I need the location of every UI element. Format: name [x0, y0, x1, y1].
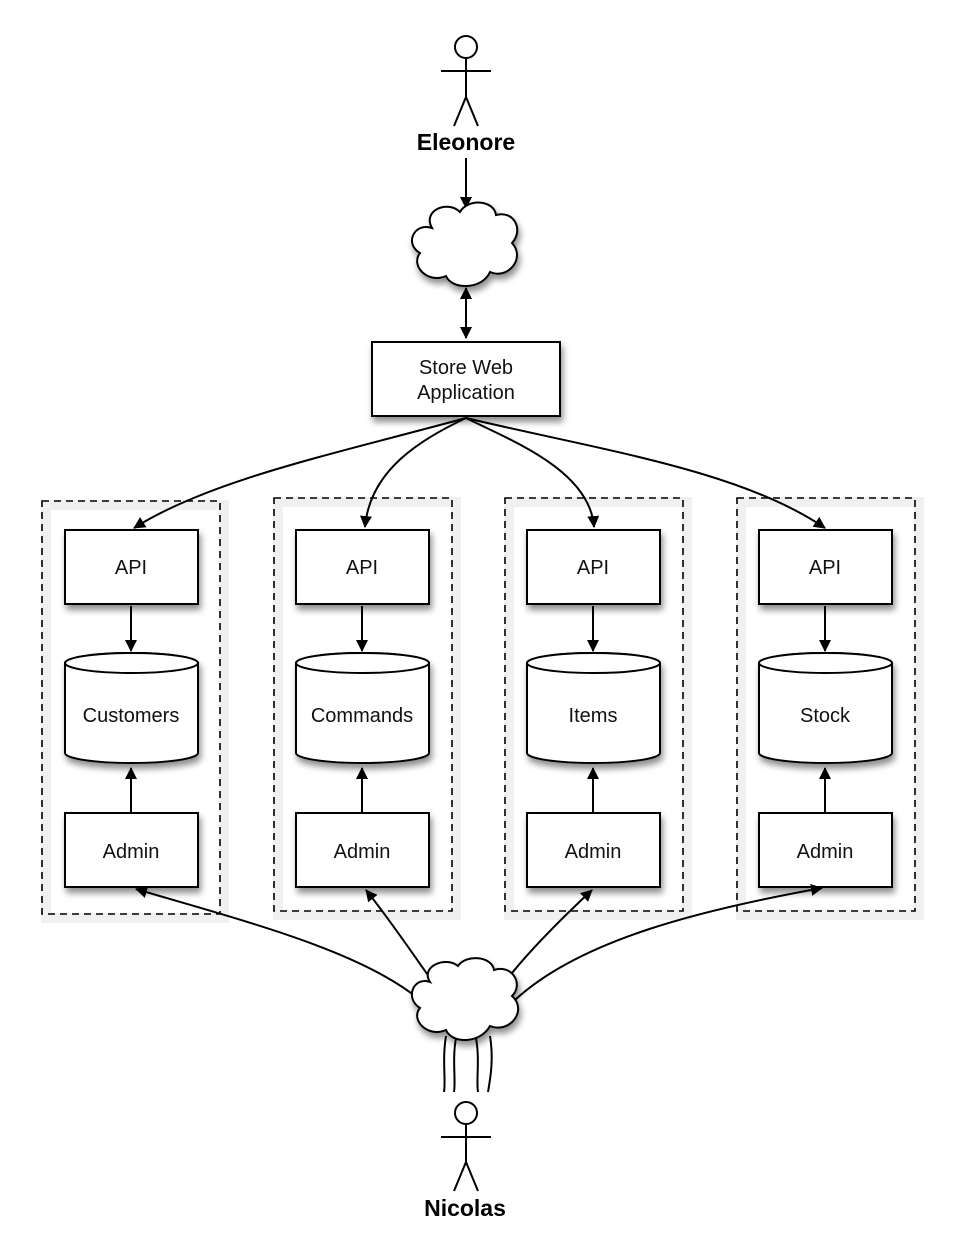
store-web-application: Store Web Application: [371, 341, 561, 417]
edge-webapp-api-items: [465, 417, 600, 528]
cloud-to-nicolas-lines: [443, 1035, 493, 1093]
cylinder-icon: [64, 652, 199, 764]
api-label: API: [115, 557, 147, 579]
cloud-icon: [411, 201, 519, 288]
admin-label: Admin: [334, 841, 391, 863]
cylinder-icon: [295, 652, 430, 764]
datastore-label-stock: Stock: [800, 705, 851, 727]
admin-label: Admin: [565, 841, 622, 863]
api-label: API: [346, 557, 378, 579]
cylinder-icon: [758, 652, 893, 764]
datastore-label-commands: Commands: [311, 705, 413, 727]
datastore-label-items: Items: [569, 705, 618, 727]
actor-eleonore: Eleonore: [417, 35, 515, 155]
edge-cloud-admin-customers: [135, 886, 421, 1001]
edge-cloud-admin-stock: [514, 884, 823, 1001]
web-app-label-line1: Store Web: [419, 357, 513, 379]
stick-figure-icon: [441, 35, 491, 127]
edge-webapp-api-commands: [359, 417, 467, 528]
service-group-commands: API Commands Admin: [273, 497, 461, 920]
service-group-stock: API Stock Admin: [736, 497, 924, 920]
datastore-label-customers: Customers: [83, 705, 180, 727]
api-box: [526, 529, 661, 605]
edge-webapp-api-customers: [133, 417, 467, 529]
cylinder-icon: [526, 652, 661, 764]
service-group-items: API Items Admin: [504, 497, 692, 920]
admin-box: [64, 812, 199, 888]
edge-cloud-admin-commands: [365, 889, 431, 979]
cloud-icon: [410, 957, 519, 1041]
actor-label-nicolas: Nicolas: [424, 1195, 506, 1221]
edge-cloud-admin-items: [507, 889, 593, 979]
api-box: [295, 529, 430, 605]
stick-figure-icon: [441, 1101, 491, 1192]
actor-label-eleonore: Eleonore: [417, 129, 515, 155]
api-box: [758, 529, 893, 605]
admin-box: [526, 812, 661, 888]
web-app-label-line2: Application: [417, 382, 515, 404]
admin-label: Admin: [797, 841, 854, 863]
admin-label: Admin: [103, 841, 160, 863]
api-label: API: [577, 557, 609, 579]
service-group-customers: API Customers Admin: [41, 500, 229, 923]
api-label: API: [809, 557, 841, 579]
api-box: [64, 529, 199, 605]
actor-nicolas: Nicolas: [424, 1101, 506, 1221]
admin-box: [295, 812, 430, 888]
admin-box: [758, 812, 893, 888]
edge-webapp-api-stock: [465, 417, 826, 529]
